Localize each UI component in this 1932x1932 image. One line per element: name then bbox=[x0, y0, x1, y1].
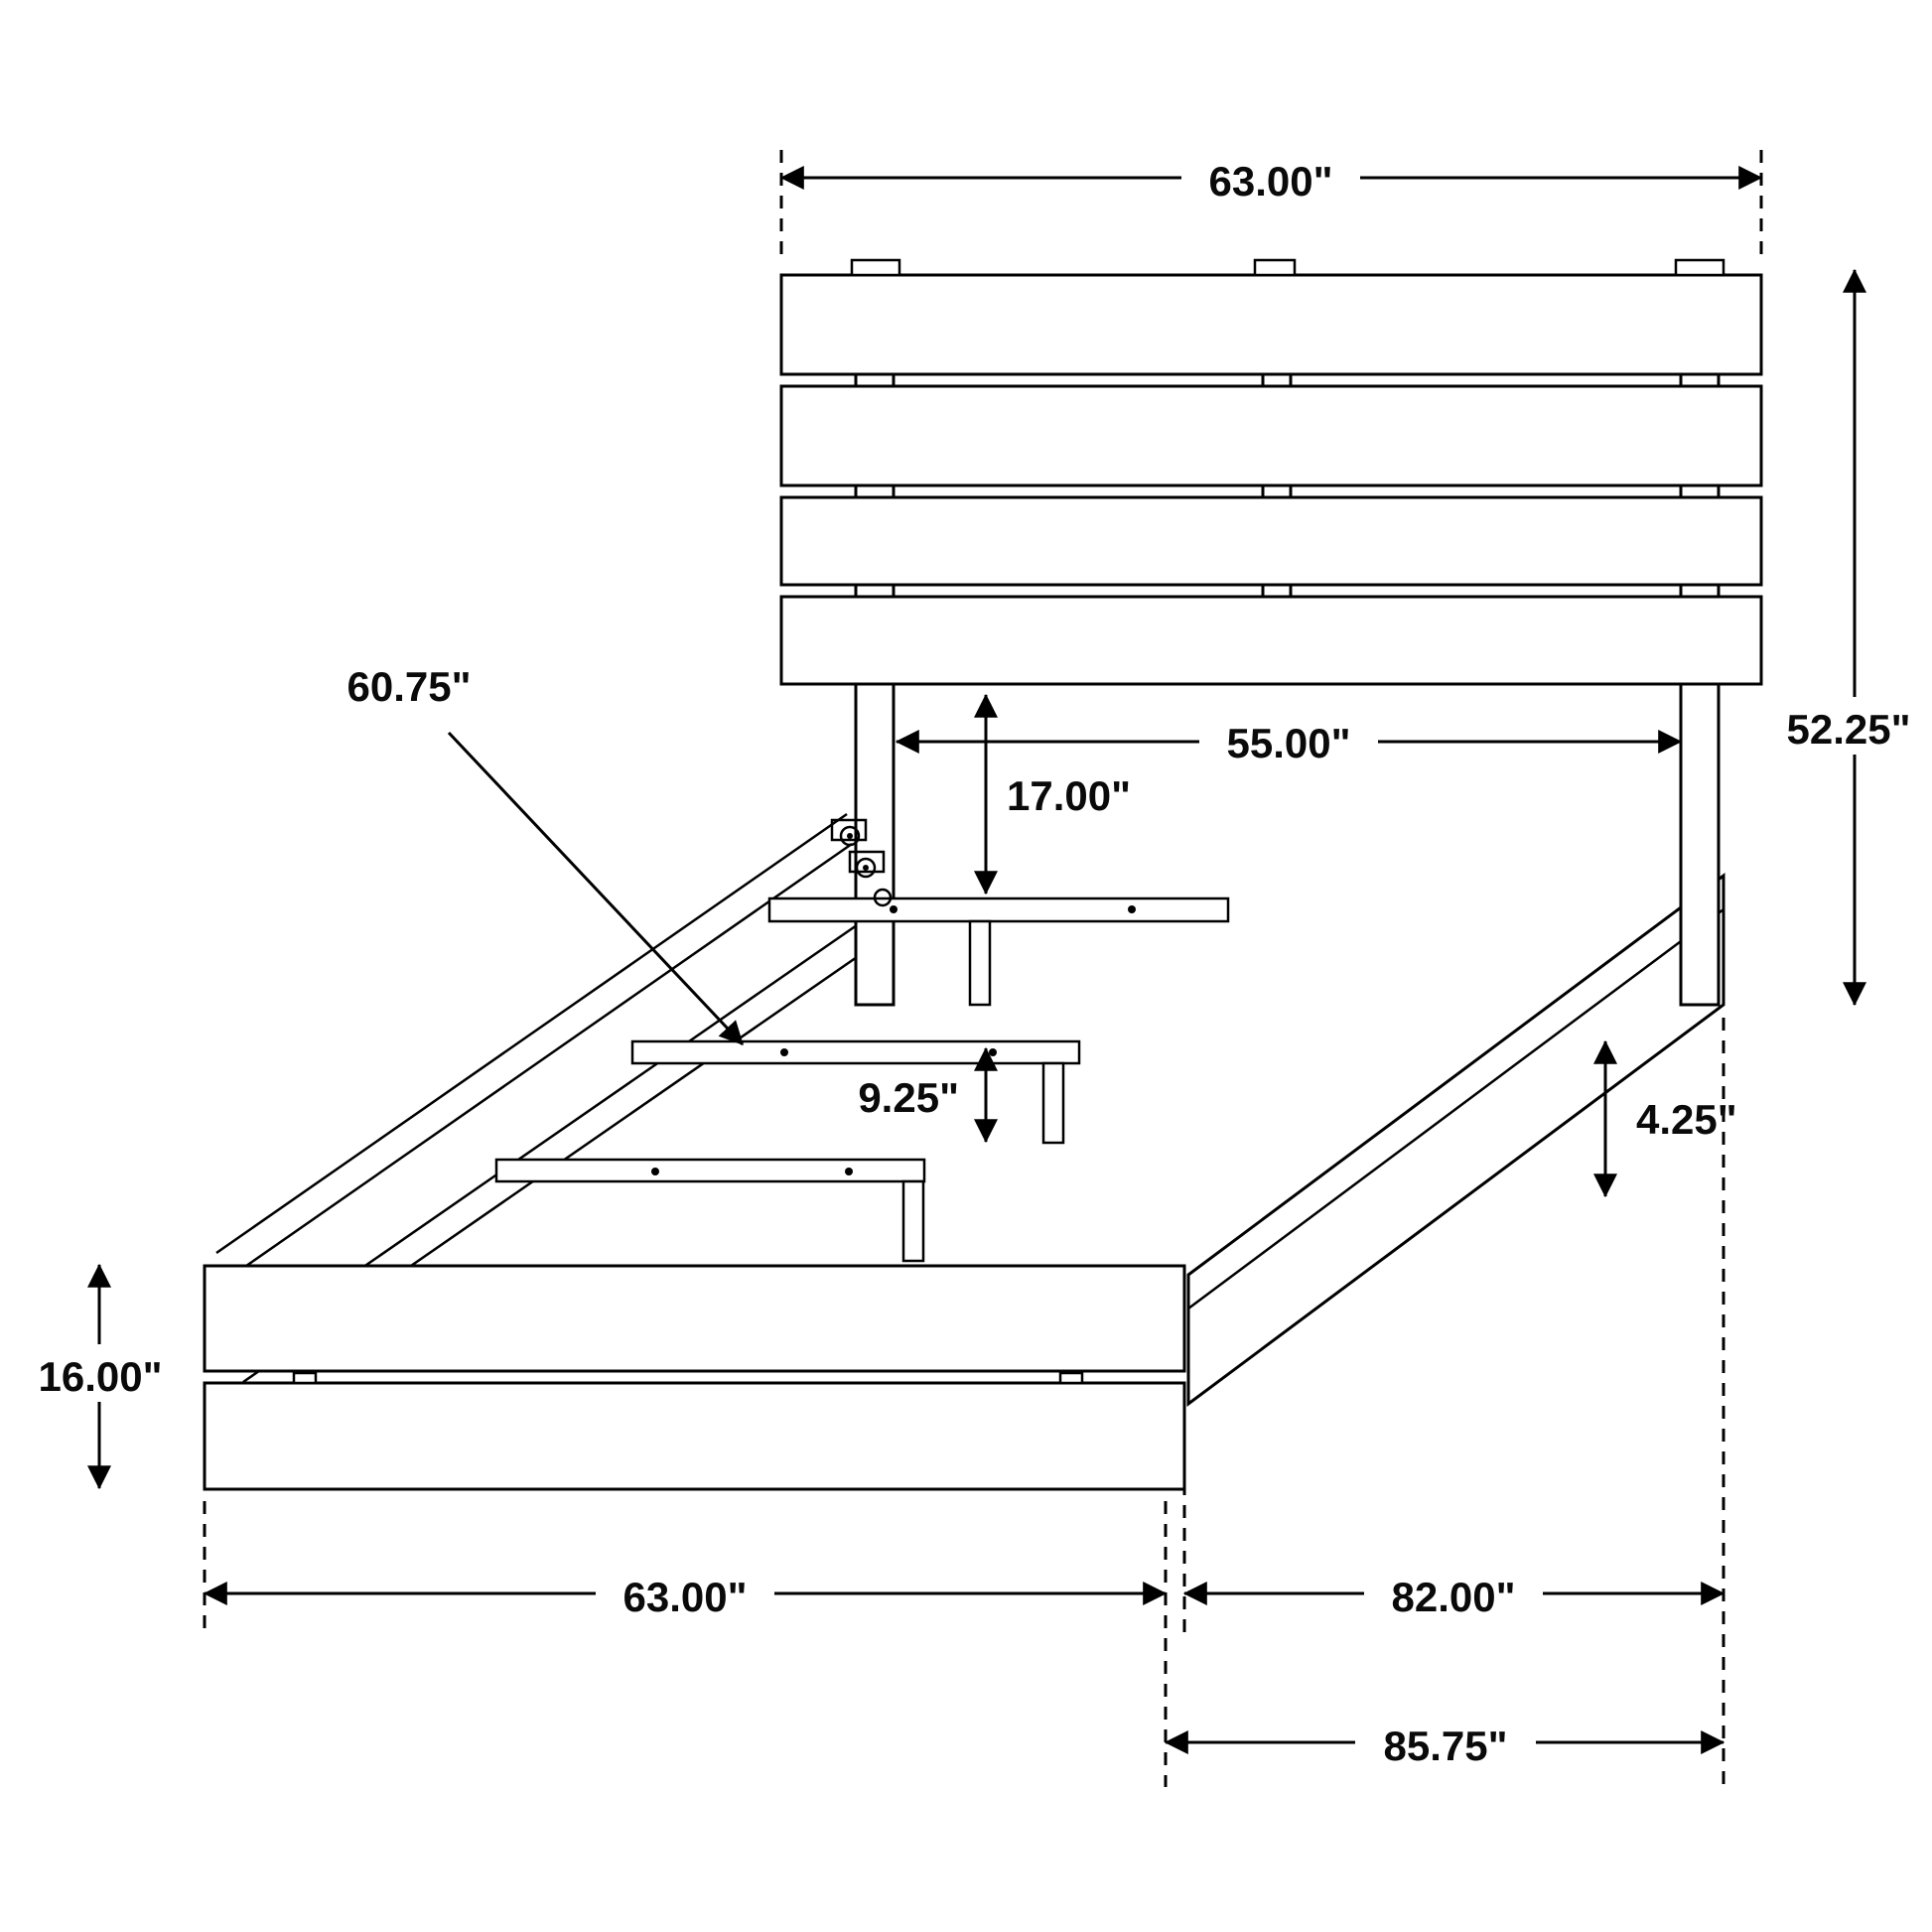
footboard-leg-mark bbox=[1058, 1371, 1084, 1385]
dim-label-footboard-height: 16.00" bbox=[38, 1353, 162, 1400]
post-cap bbox=[1674, 258, 1725, 277]
fastener-dot bbox=[780, 1048, 788, 1056]
slat-support-leg bbox=[968, 919, 992, 1007]
label-bg bbox=[596, 1565, 774, 1622]
label-bg bbox=[1759, 697, 1932, 755]
slat-rail-2 bbox=[630, 1039, 1081, 1065]
dim-label-slat-rail: 60.75" bbox=[346, 663, 471, 710]
post-cap bbox=[850, 258, 901, 277]
dimension-annotations: 63.00" 52.25" 55.00" 17.00" 60.75" 9.25"… bbox=[8, 145, 1932, 1787]
fastener-dot bbox=[890, 905, 897, 913]
headboard-slat-2 bbox=[779, 384, 1763, 487]
dim-label-inner-width: 55.00" bbox=[1226, 720, 1350, 766]
left-rail-edge bbox=[215, 812, 848, 1255]
hinge-hardware bbox=[830, 818, 893, 907]
label-bg bbox=[1364, 1565, 1543, 1622]
dim-label-headboard-width: 63.00" bbox=[1208, 158, 1332, 205]
fastener-dot bbox=[989, 1048, 997, 1056]
fastener-dot bbox=[1128, 905, 1136, 913]
dim-label-overall-height: 52.25" bbox=[1786, 706, 1910, 753]
dim-label-overall-length: 85.75" bbox=[1383, 1723, 1507, 1769]
dim-label-inner-length: 82.00" bbox=[1391, 1574, 1515, 1620]
headboard bbox=[779, 258, 1763, 1007]
bracket bbox=[848, 850, 886, 874]
hinge-pin bbox=[873, 888, 893, 907]
bracket bbox=[830, 818, 868, 842]
footboard bbox=[203, 1264, 1186, 1491]
left-rail-edge bbox=[215, 842, 853, 1289]
footboard-slat-1 bbox=[203, 1264, 1186, 1373]
slat-rail-3 bbox=[494, 1158, 926, 1183]
headboard-slat-1 bbox=[779, 273, 1763, 376]
right-rail-ledge bbox=[1187, 907, 1725, 1311]
label-bg bbox=[8, 1344, 193, 1402]
hinge-pin bbox=[855, 857, 877, 879]
slat-rail-1 bbox=[767, 897, 1230, 923]
slat-support-leg bbox=[901, 1179, 925, 1263]
label-bg bbox=[1199, 711, 1378, 768]
label-bg bbox=[1355, 1714, 1536, 1771]
hinge-pin-dot bbox=[847, 833, 853, 839]
hinge-pin-dot bbox=[863, 865, 869, 871]
footboard-slat-2 bbox=[203, 1381, 1186, 1491]
label-bg bbox=[1181, 149, 1360, 207]
slat-system bbox=[494, 897, 1230, 1263]
leader-line-slat-rail bbox=[447, 731, 745, 1046]
dim-label-footboard-width: 63.00" bbox=[622, 1574, 747, 1620]
fastener-dot bbox=[651, 1168, 659, 1175]
headboard-slat-3 bbox=[779, 495, 1763, 587]
fastener-dot bbox=[845, 1168, 853, 1175]
hinge-pin bbox=[839, 825, 861, 847]
dim-label-rail-height: 4.25" bbox=[1636, 1096, 1737, 1143]
slat-support-leg bbox=[1041, 1061, 1065, 1145]
post-cap bbox=[1253, 258, 1297, 277]
headboard-slat-4 bbox=[779, 595, 1763, 686]
footboard-leg-mark bbox=[292, 1371, 318, 1385]
dim-label-headboard-to-slat: 17.00" bbox=[1007, 772, 1131, 819]
dim-label-slat-height: 9.25" bbox=[858, 1074, 959, 1121]
